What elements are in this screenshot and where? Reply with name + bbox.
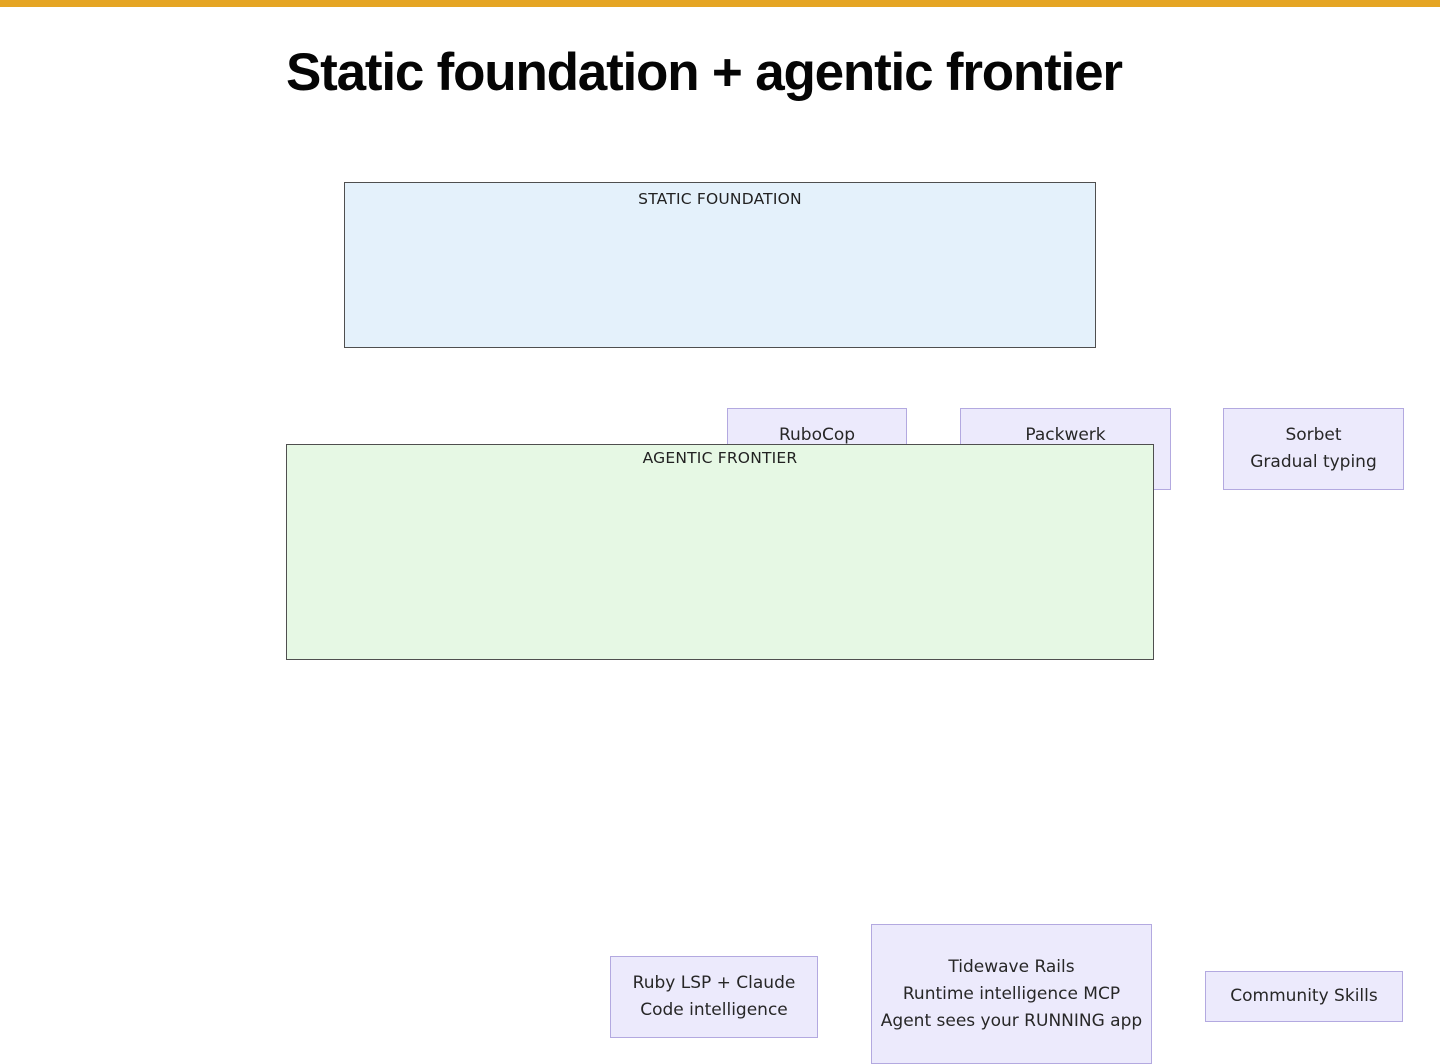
item-subtitle-tidewave-rails: Runtime intelligence MCP bbox=[902, 983, 1121, 1004]
group-static-foundation: STATIC FOUNDATION RuboCop Idiomatic styl… bbox=[344, 182, 1404, 490]
item-box-sorbet[interactable]: Sorbet Gradual typing bbox=[1223, 408, 1404, 490]
page-title: Static foundation + agentic frontier bbox=[286, 43, 1123, 102]
item-title-rubocop: RuboCop bbox=[778, 425, 856, 445]
item-box-tidewave-rails[interactable]: Tidewave Rails Runtime intelligence MCP … bbox=[871, 924, 1152, 1064]
group-label-static-foundation: STATIC FOUNDATION bbox=[638, 190, 802, 208]
item-title-community-skills: Community Skills bbox=[1230, 986, 1378, 1006]
item-box-ruby-lsp-claude[interactable]: Ruby LSP + Claude Code intelligence bbox=[610, 956, 818, 1038]
item-detail-tidewave-rails: Agent sees your RUNNING app bbox=[880, 1010, 1143, 1031]
item-title-sorbet: Sorbet bbox=[1285, 425, 1342, 445]
group-label-agentic-frontier: AGENTIC FRONTIER bbox=[642, 449, 798, 467]
item-title-tidewave-rails: Tidewave Rails bbox=[948, 956, 1075, 977]
top-accent-bar bbox=[0, 0, 1440, 7]
item-title-ruby-lsp-claude: Ruby LSP + Claude bbox=[632, 973, 796, 993]
item-subtitle-sorbet: Gradual typing bbox=[1250, 452, 1377, 472]
item-subtitle-ruby-lsp-claude: Code intelligence bbox=[640, 1000, 788, 1020]
item-box-community-skills[interactable]: Community Skills bbox=[1205, 971, 1403, 1022]
group-agentic-frontier: AGENTIC FRONTIER Ruby LSP + Claude Code … bbox=[286, 444, 1403, 1064]
item-title-packwerk: Packwerk bbox=[1025, 425, 1106, 445]
